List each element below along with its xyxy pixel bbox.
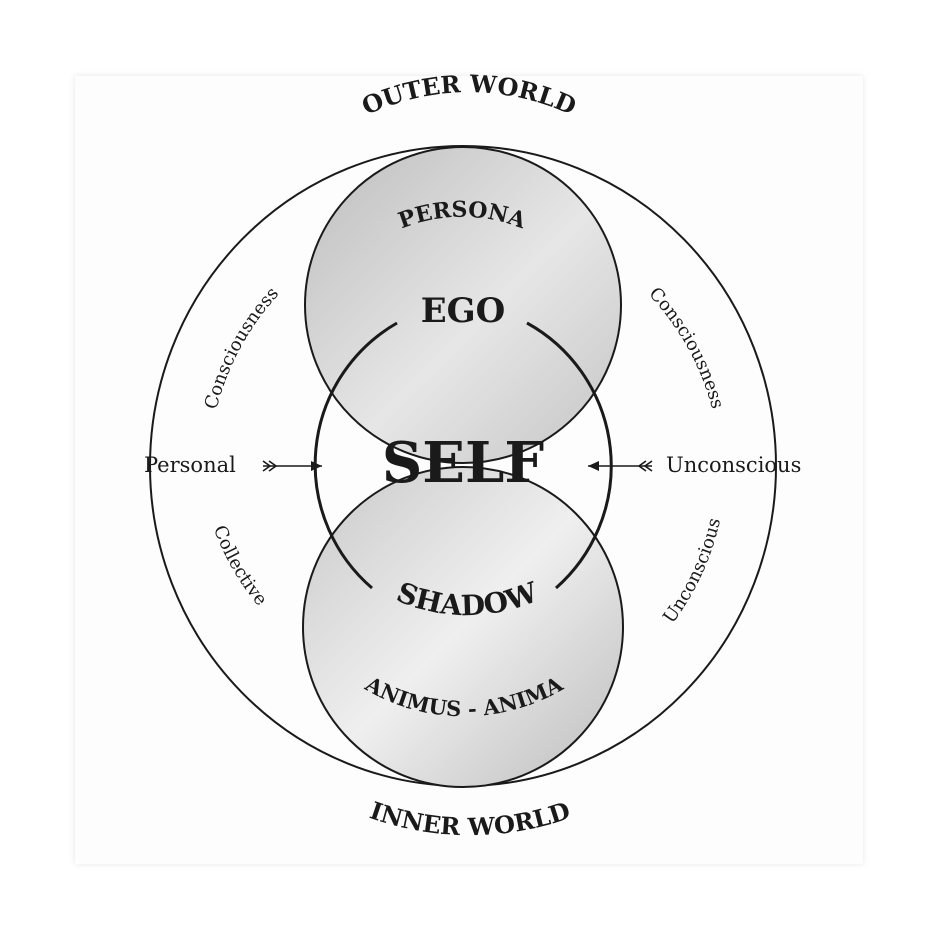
- personal-label: Personal: [144, 453, 236, 477]
- right-arrow-icon: [588, 460, 653, 472]
- self-label: SELF: [382, 430, 545, 496]
- unconscious-label: Unconscious: [666, 453, 801, 477]
- left-consciousness-label: Consciousness: [201, 283, 283, 411]
- ego-label: EGO: [421, 291, 506, 331]
- outer-world-label: OUTER WORLD: [357, 69, 580, 121]
- lower-circle: [302, 466, 624, 788]
- self-circle-left-arc: [313, 321, 398, 590]
- right-consciousness-label: Consciousness: [644, 283, 727, 411]
- left-arrow-icon: [262, 460, 322, 472]
- inner-world-label: INNER WORLD: [366, 796, 573, 842]
- left-collective-label: Collective: [209, 523, 271, 610]
- self-circle-right-arc: [526, 321, 613, 590]
- right-unconscious-label: Unconscious: [659, 516, 725, 627]
- upper-circle: [304, 146, 622, 464]
